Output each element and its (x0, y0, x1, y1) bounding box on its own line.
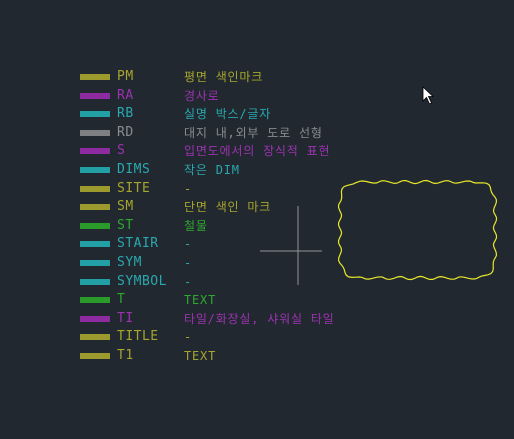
layer-description: 철물 (184, 218, 208, 233)
layer-color-swatch (80, 167, 110, 173)
layer-description: TEXT (184, 349, 217, 363)
crosshair-icon[interactable] (260, 206, 322, 285)
layer-description: - (184, 256, 193, 270)
layer-row: TI 타일/화장실, 샤워실 타일 (80, 310, 380, 330)
layer-row: RD 대지 내,외부 도로 선형 (80, 124, 380, 144)
layer-name: SITE (117, 180, 151, 196)
layer-color-swatch (80, 185, 110, 192)
layer-row: SITE - (80, 180, 380, 200)
layer-name: SM (117, 199, 134, 215)
layer-row: TITLE - (80, 330, 380, 348)
layer-row: STAIR - (80, 237, 380, 255)
layer-name: TITLE (117, 329, 159, 345)
layer-row: DIMS 작은 DIM (80, 163, 380, 181)
layer-color-swatch (80, 92, 110, 99)
layer-row: SYM - (80, 256, 380, 274)
layer-row: ST 철물 (80, 217, 380, 237)
layer-name: PM (117, 69, 134, 84)
layer-description: 실명 박스/글자 (184, 107, 272, 122)
layer-name: T (117, 292, 126, 308)
layer-color-swatch (80, 334, 110, 341)
layer-name: RA (117, 87, 134, 103)
layer-description: - (184, 237, 193, 252)
layer-color-swatch (80, 278, 110, 285)
layer-name: TI (117, 310, 134, 326)
layer-color-swatch (80, 353, 110, 359)
layer-description: 타일/화장실, 샤워실 타일 (184, 311, 335, 326)
layer-color-swatch (80, 129, 110, 136)
layer-color-swatch (80, 222, 110, 229)
layer-description: - (184, 330, 193, 345)
layer-name: ST (117, 217, 134, 233)
layer-row: RB 실명 박스/글자 (80, 107, 380, 125)
layer-description: 단면 색인 마크 (184, 200, 272, 215)
layer-color-swatch (80, 148, 110, 155)
layer-row: SM 단면 색인 마크 (80, 200, 380, 218)
layer-row: SYMBOL - (80, 273, 380, 293)
layer-row: RA 경사로 (80, 87, 380, 107)
layer-name: DIMS (117, 162, 151, 177)
layer-color-swatch (80, 260, 110, 266)
layer-color-swatch (80, 74, 110, 80)
layer-color-swatch (80, 241, 110, 248)
layer-description: - (184, 274, 193, 289)
layer-color-swatch (80, 111, 110, 118)
revision-cloud-shape[interactable] (337, 179, 498, 281)
layer-color-swatch (80, 204, 110, 211)
layer-name: S (117, 143, 126, 159)
layer-color-swatch (80, 315, 110, 322)
layer-name: SYMBOL (117, 273, 167, 289)
layer-name: STAIR (117, 236, 159, 252)
layer-description: 경사로 (184, 88, 220, 103)
layer-description: TEXT (184, 293, 217, 308)
layer-description: - (184, 181, 193, 196)
layer-name: T1 (117, 348, 134, 363)
layer-name: RB (117, 106, 134, 122)
layer-row: S 입면도에서의 장식적 표현 (80, 144, 380, 162)
layer-name: SYM (117, 255, 142, 270)
layer-row: T TEXT (80, 293, 380, 311)
layer-row: T1 TEXT (80, 349, 380, 367)
layer-description: 작은 DIM (184, 163, 240, 177)
layer-description: 평면 색인마크 (184, 70, 264, 84)
layer-name: RD (117, 124, 134, 140)
layer-row: PM 평면 색인마크 (80, 70, 380, 88)
mouse-pointer-icon (422, 86, 435, 105)
layer-description: 입면도에서의 장식적 표현 (184, 144, 331, 159)
layer-color-swatch (80, 297, 110, 304)
layer-description: 대지 내,외부 도로 선형 (184, 125, 323, 140)
